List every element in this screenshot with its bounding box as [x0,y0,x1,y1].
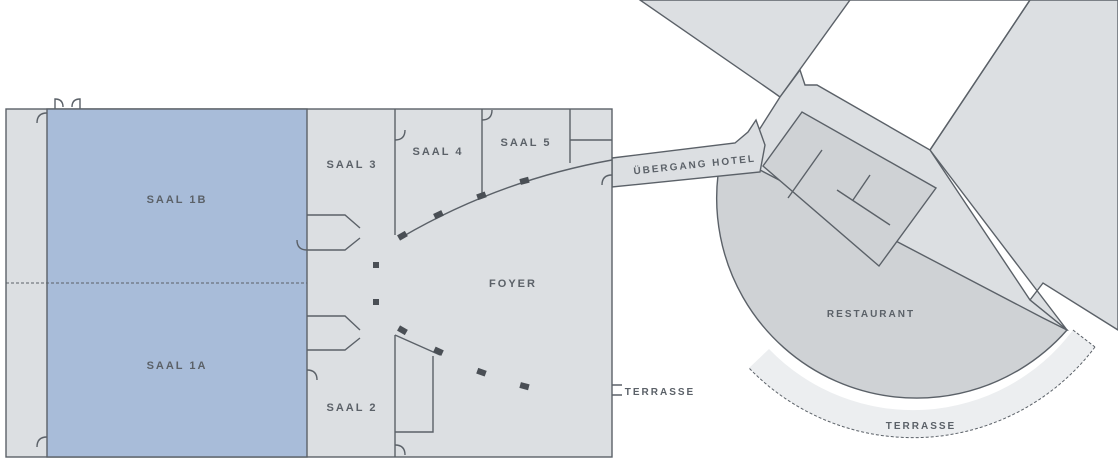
room-label-foyer[interactable]: FOYER [489,278,537,290]
kitchen-block [762,111,938,268]
room-label-terrasse-restaurant[interactable]: TERRASSE [886,421,956,432]
room-label-saal-4[interactable]: SAAL 4 [413,146,464,158]
columns [373,176,530,391]
room-label-restaurant[interactable]: RESTAURANT [827,309,915,320]
room-label-saal-5[interactable]: SAAL 5 [501,137,552,149]
room-label-saal-2[interactable]: SAAL 2 [327,402,378,414]
doors [36,98,622,456]
room-label-terrasse-foyer[interactable]: TERRASSE [625,387,695,398]
room-label-saal-3[interactable]: SAAL 3 [327,159,378,171]
room-label-saal-1a[interactable]: SAAL 1A [147,360,208,372]
room-label-saal-1b[interactable]: SAAL 1B [147,194,208,206]
restaurant-area[interactable] [715,169,1069,399]
corridor-uebergang-hotel[interactable] [611,118,766,188]
restaurant-terrace-area[interactable] [749,330,1095,438]
hotel-wing-upper [638,0,851,98]
